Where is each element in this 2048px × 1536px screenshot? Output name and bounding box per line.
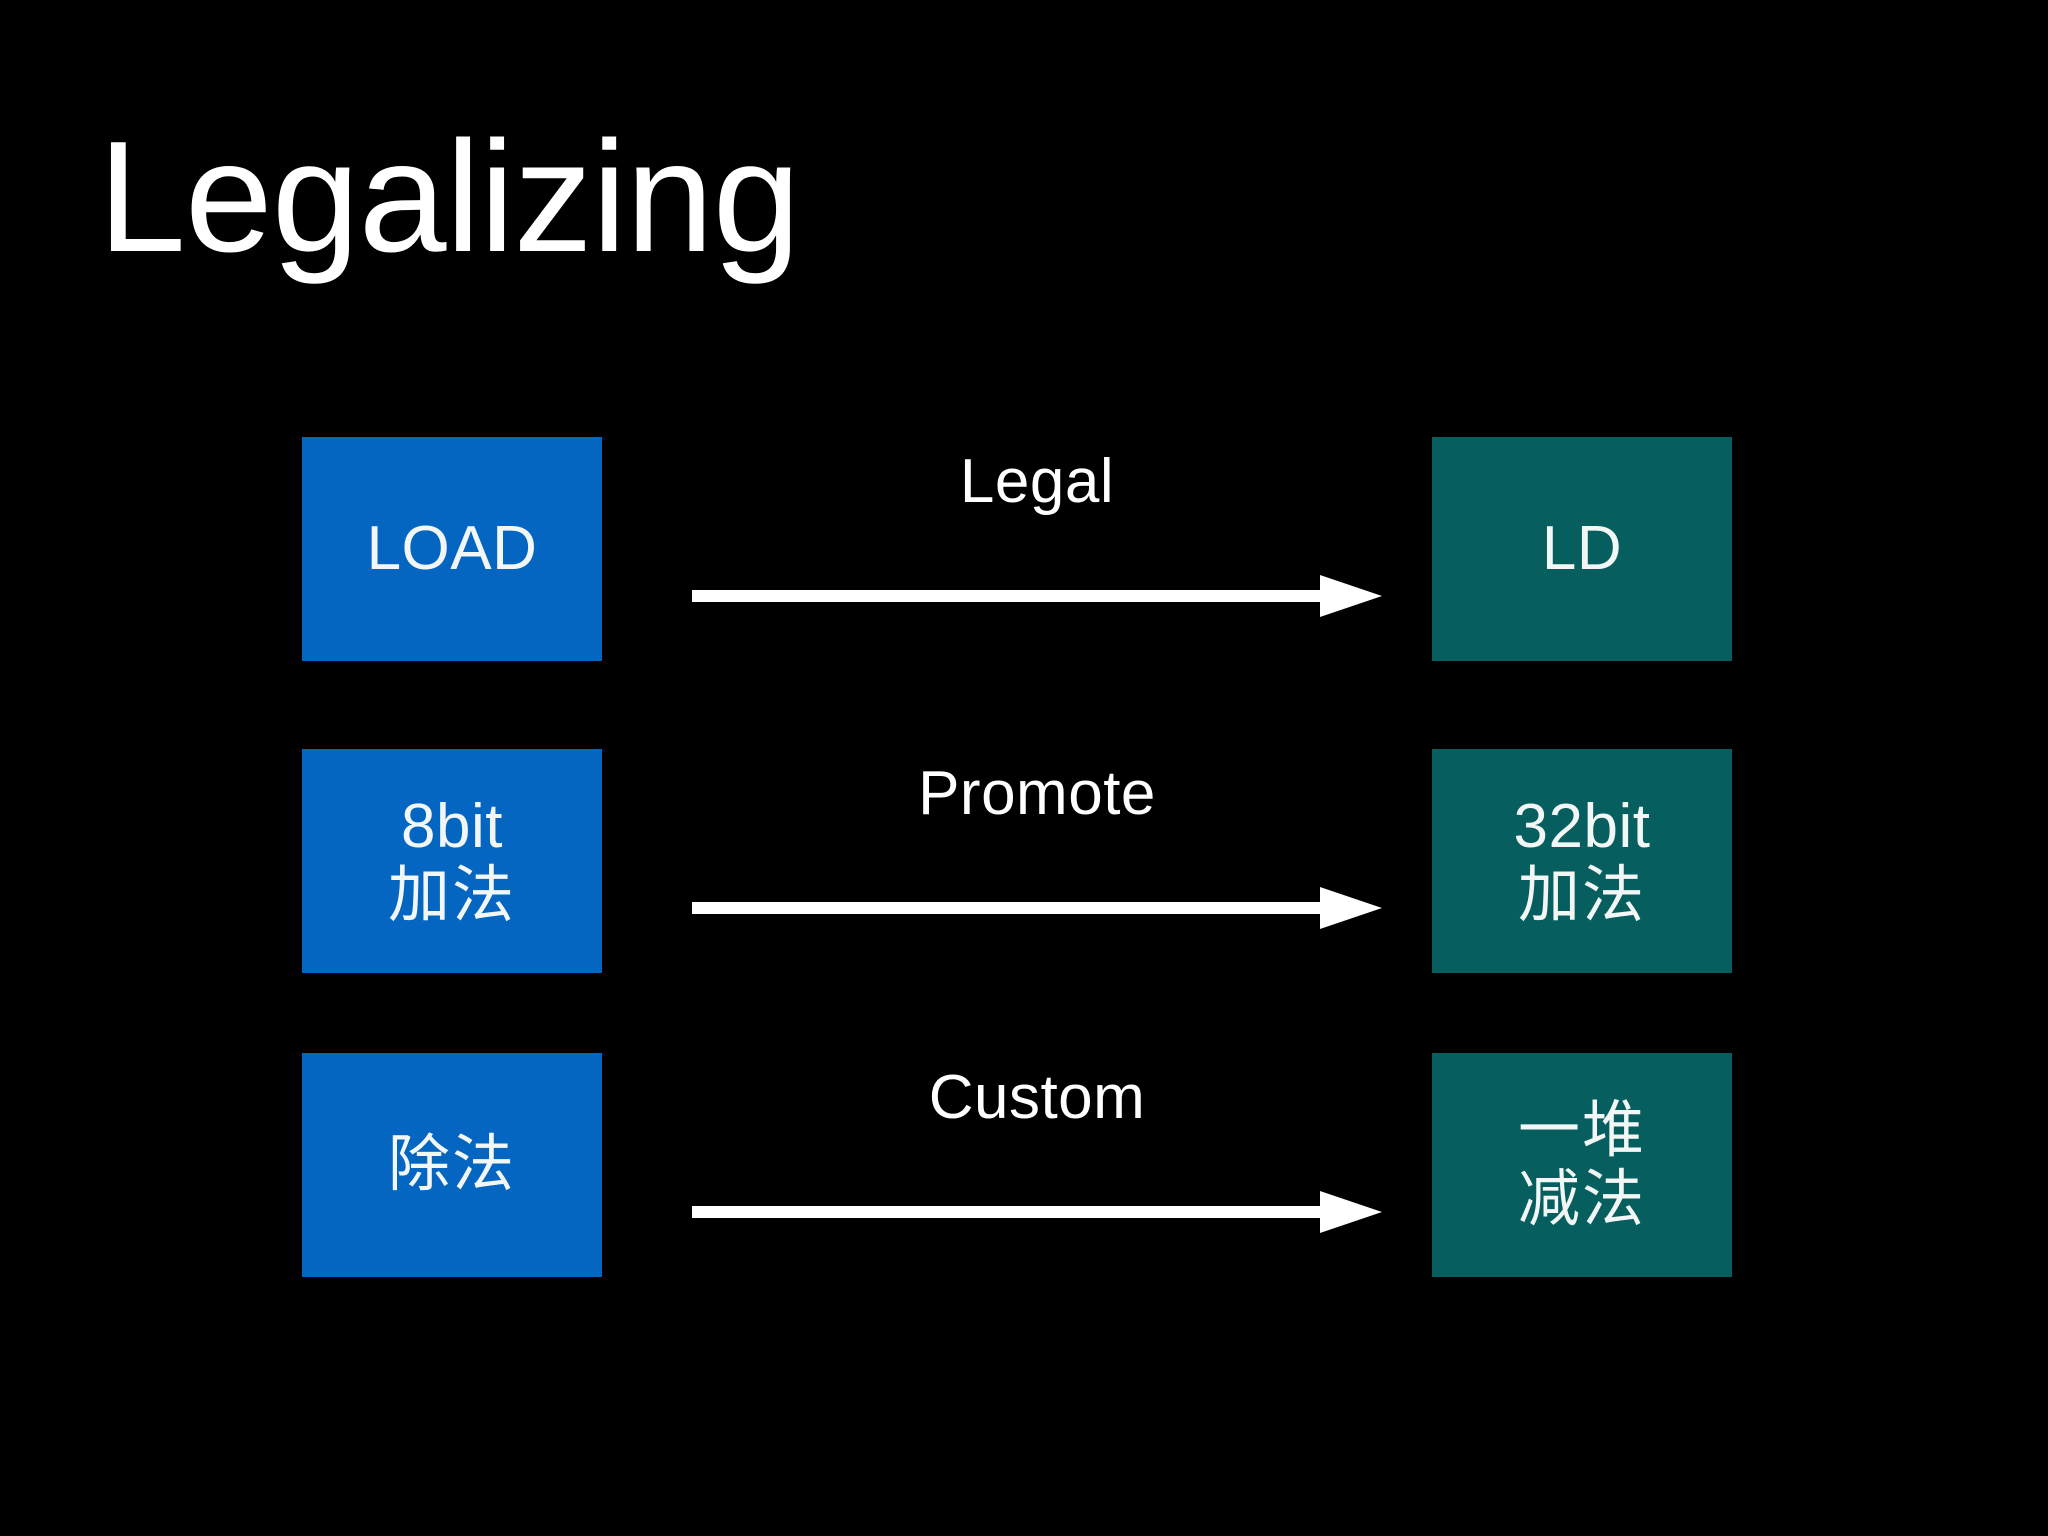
arrow-right-icon — [692, 885, 1382, 931]
target-node-2[interactable]: 一堆 减法 — [1432, 1053, 1732, 1277]
source-node-1[interactable]: 8bit 加法 — [302, 749, 602, 973]
arrow-right-icon — [692, 1189, 1382, 1235]
target-node-1-line1: 32bit — [1513, 791, 1651, 861]
connector-0: Legal — [692, 437, 1382, 661]
connector-2-label: Custom — [928, 1063, 1146, 1132]
connector-1-label: Promote — [918, 759, 1156, 828]
connector-2: Custom — [692, 1053, 1382, 1277]
source-node-1-line1: 8bit — [401, 791, 503, 861]
target-node-0-line1: LD — [1541, 514, 1623, 584]
diagram-row: 8bit 加法 Promote 32bit 加法 — [0, 749, 2048, 985]
diagram-row: 除法 Custom 一堆 减法 — [0, 1053, 2048, 1289]
target-node-1-line2: 加法 — [1517, 861, 1646, 930]
target-node-2-line1: 一堆 — [1517, 1095, 1646, 1165]
source-node-2[interactable]: 除法 — [302, 1053, 602, 1277]
arrow-right-icon — [692, 573, 1382, 619]
target-node-2-line2: 减法 — [1517, 1165, 1646, 1234]
target-node-1[interactable]: 32bit 加法 — [1432, 749, 1732, 973]
source-node-0[interactable]: LOAD — [302, 437, 602, 661]
page-title: Legalizing — [98, 109, 801, 285]
target-node-0[interactable]: LD — [1432, 437, 1732, 661]
diagram-row: LOAD Legal LD — [0, 437, 2048, 673]
source-node-2-line1: 除法 — [387, 1130, 516, 1200]
connector-0-label: Legal — [959, 447, 1115, 516]
source-node-0-line1: LOAD — [366, 514, 538, 584]
connector-1: Promote — [692, 749, 1382, 973]
source-node-1-line2: 加法 — [387, 861, 516, 930]
